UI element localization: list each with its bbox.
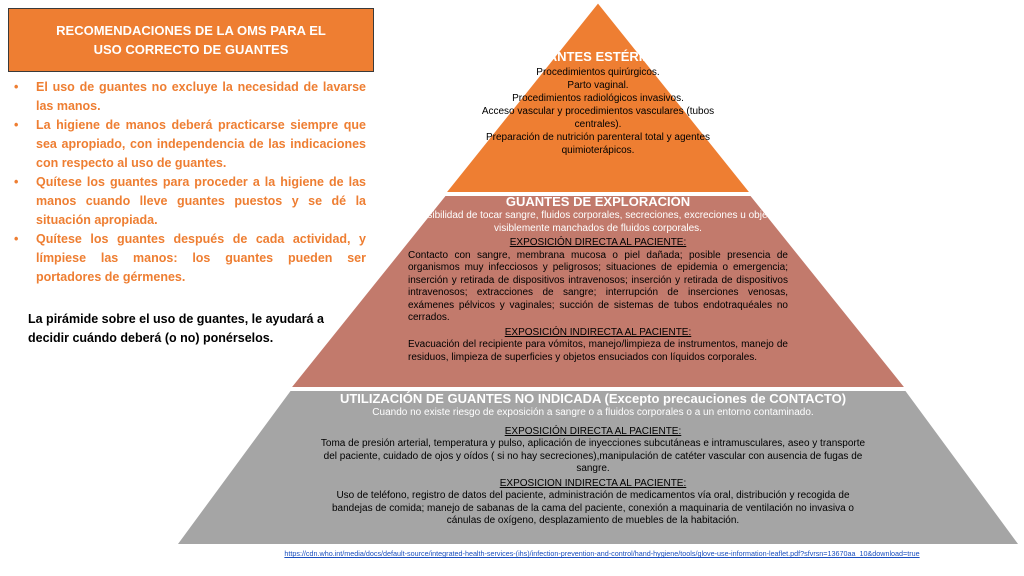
list-item: Preparación de nutrición parenteral tota…: [485, 132, 711, 156]
pyramid-middle-tier: [287, 194, 909, 389]
source-link[interactable]: https://cdn.who.int/media/docs/default-s…: [284, 549, 920, 558]
pyramid-bottom-tier: [174, 389, 1022, 546]
tier-subtitle: Cuando no existe riesgo de exposición a …: [372, 407, 814, 418]
tier-subtitle: Posibilidad de tocar sangre, fluidos cor…: [415, 210, 781, 234]
indirect-exposure-text: Uso de teléfono, registro de datos del p…: [331, 490, 854, 526]
bullet-icon: •: [14, 175, 19, 189]
list-item: •Quítese los guantes después de cada act…: [14, 232, 366, 284]
indirect-exposure-text: Evacuación del recipiente para vómitos, …: [408, 339, 788, 363]
list-item: Acceso vascular y procedimientos vascula…: [481, 106, 715, 130]
bullet-icon: •: [14, 232, 19, 246]
list-item: •El uso de guantes no excluye la necesid…: [14, 80, 366, 113]
pyramid-top-tier: [442, 0, 754, 194]
page-title: RECOMENDACIONES DE LA OMS PARA EL USO CO…: [56, 23, 326, 57]
direct-exposure-heading: EXPOSICIÓN DIRECTA AL PACIENTE:: [504, 425, 682, 437]
bullet-icon: •: [14, 118, 19, 132]
list-item: Parto vaginal.: [567, 80, 629, 91]
pyramid-note: La pirámide sobre el uso de guantes, le …: [28, 312, 324, 345]
tier-exam-gloves: GUANTES DE EXPLORACIÓN Posibilidad de to…: [400, 194, 796, 364]
direct-exposure-text: Toma de presión arterial, temperatura y …: [320, 438, 866, 474]
tier-no-gloves: UTILIZACIÓN DE GUANTES NO INDICADA (Exce…: [320, 391, 866, 528]
indirect-exposure-heading: EXPOSICION INDIRECTA AL PACIENTE:: [499, 477, 687, 489]
list-item: Procedimientos quirúrgicos.: [536, 67, 660, 78]
direct-exposure-text: Contacto con sangre, membrana mucosa o p…: [408, 249, 788, 324]
tier-sterile-gloves: GUANTES ESTÉRILES Procedimientos quirúrg…: [470, 48, 726, 157]
indirect-exposure-heading: EXPOSICIÓN INDIRECTA AL PACIENTE:: [504, 326, 692, 338]
list-item: Procedimientos radiológicos invasivos.: [512, 93, 684, 104]
title-box: RECOMENDACIONES DE LA OMS PARA EL USO CO…: [8, 8, 374, 72]
recommendation-list: •El uso de guantes no excluye la necesid…: [10, 78, 366, 287]
bullet-icon: •: [14, 80, 19, 94]
tier-title: UTILIZACIÓN DE GUANTES NO INDICADA (Exce…: [339, 391, 847, 406]
list-item: •Quítese los guantes para proceder a la …: [14, 175, 366, 227]
direct-exposure-heading: EXPOSICIÓN DIRECTA AL PACIENTE:: [509, 237, 687, 248]
tier-title: GUANTES DE EXPLORACIÓN: [505, 194, 691, 209]
tier-title: GUANTES ESTÉRILES: [528, 49, 668, 64]
list-item: •La higiene de manos deberá practicarse …: [14, 118, 366, 170]
